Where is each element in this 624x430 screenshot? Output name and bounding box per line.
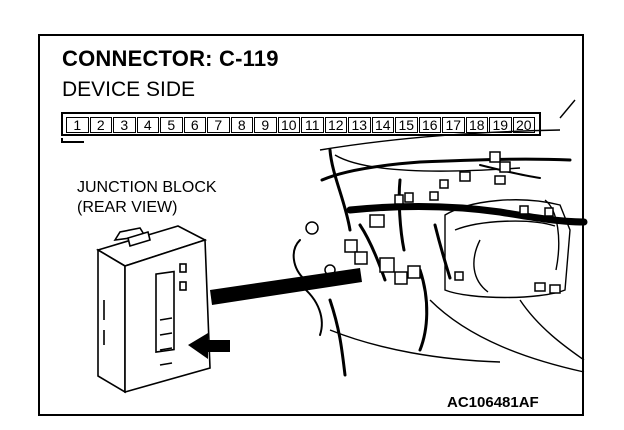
connector-pin-12: 12 — [324, 117, 347, 133]
connector-pin-11: 11 — [301, 117, 324, 133]
connector-pin-13: 13 — [348, 117, 371, 133]
connector-pin-7: 7 — [207, 117, 230, 133]
connector-pin-3: 3 — [113, 117, 136, 133]
dashboard-outline — [319, 99, 585, 373]
connector-pin-15: 15 — [395, 117, 418, 133]
connector-pin-5: 5 — [160, 117, 183, 133]
connector-pin-4: 4 — [136, 117, 159, 133]
connector-pin-16: 16 — [418, 117, 441, 133]
connector-pin-9: 9 — [254, 117, 277, 133]
connector-arrow — [188, 333, 230, 359]
connector-pin-20: 20 — [512, 117, 535, 133]
location-pointer — [210, 268, 362, 305]
connector-pin-2: 2 — [89, 117, 112, 133]
junction-block-label-line1: JUNCTION BLOCK — [77, 179, 217, 196]
junction-block — [96, 225, 211, 394]
connector-title: CONNECTOR: C-119 — [62, 46, 279, 71]
wiring-harness — [292, 148, 588, 377]
connector-pin-6: 6 — [183, 117, 206, 133]
junction-block-label: JUNCTION BLOCK (REAR VIEW) — [77, 178, 217, 218]
figure-code: AC106481AF — [447, 394, 539, 411]
connector-side-label: DEVICE SIDE — [62, 78, 196, 101]
connector-pin-14: 14 — [371, 117, 394, 133]
harness-connectors — [305, 151, 561, 294]
connector-lock-tab — [61, 138, 84, 143]
connector-pin-8: 8 — [230, 117, 253, 133]
connector-pin-10: 10 — [277, 117, 300, 133]
connector-pin-19: 19 — [489, 117, 512, 133]
junction-block-label-line2: (REAR VIEW) — [77, 199, 178, 216]
connector-pin-17: 17 — [442, 117, 465, 133]
connector-pin-1: 1 — [66, 117, 89, 133]
